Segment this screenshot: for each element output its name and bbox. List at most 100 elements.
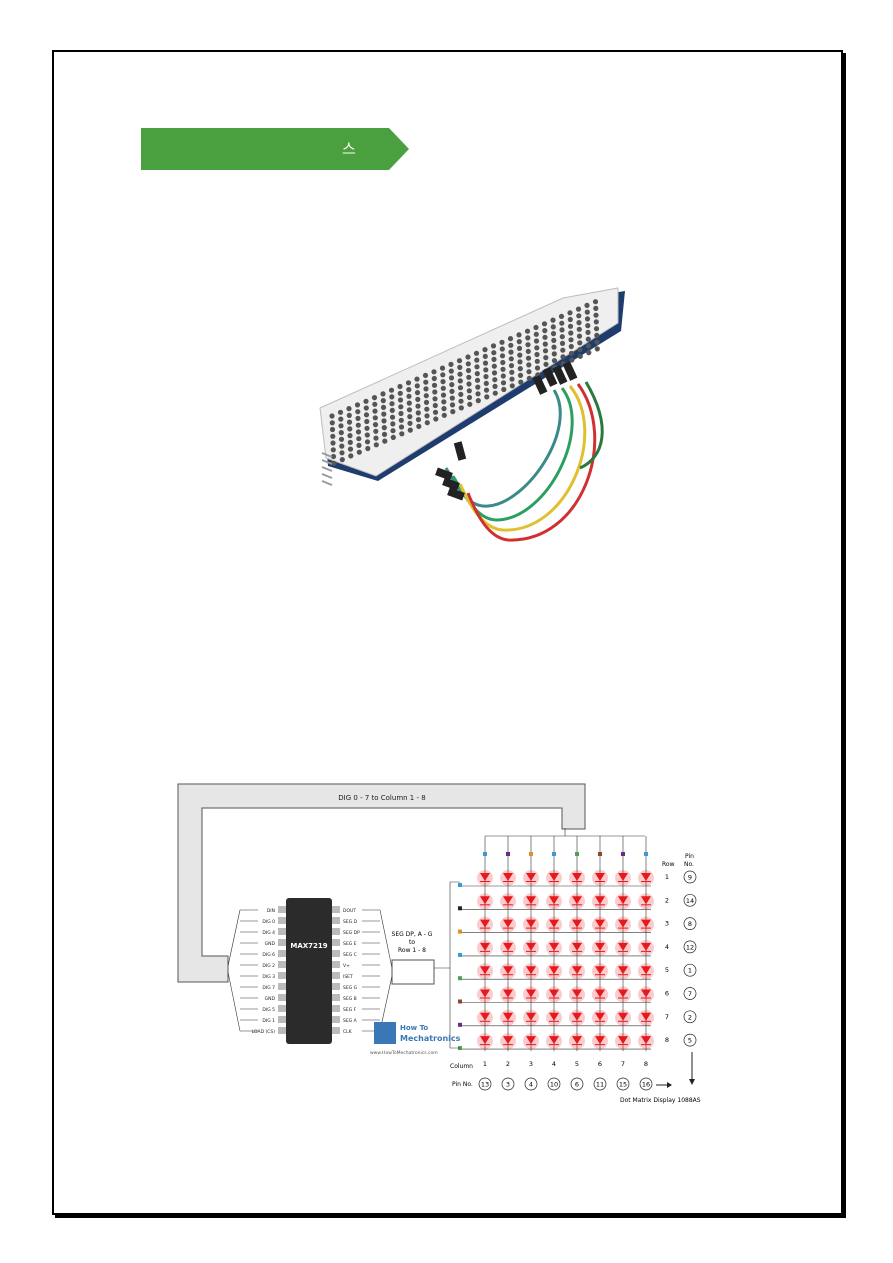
led-dot	[380, 391, 386, 397]
chip-left-pin	[278, 950, 286, 957]
led-diode	[503, 896, 513, 905]
jumper-wires	[444, 381, 604, 542]
led-dot	[585, 323, 591, 329]
column-pin-circle	[570, 1077, 584, 1091]
led-dot	[516, 345, 523, 351]
led-dot	[585, 343, 592, 349]
chip-left-pin-label: DIG 3	[262, 974, 275, 980]
led-dot	[492, 377, 498, 383]
led-dot	[551, 351, 557, 357]
row-pin-number: 12	[686, 943, 694, 951]
led-diode	[572, 1036, 582, 1045]
row-pin-number: 14	[686, 897, 694, 905]
led-dot	[593, 326, 600, 332]
led-diode	[595, 942, 605, 951]
led-dot	[405, 380, 412, 386]
chip-left-pin-label: DIG 6	[262, 952, 275, 958]
led-diode	[572, 873, 582, 881]
led-dot	[329, 413, 335, 419]
led-diode	[641, 1036, 651, 1045]
row-pin-marker	[458, 952, 462, 957]
chip-right-pin	[332, 972, 340, 979]
led-dot	[441, 406, 447, 412]
led-dot	[473, 350, 480, 356]
led-dot	[356, 442, 362, 448]
led-dot	[525, 355, 532, 361]
led-dot	[533, 338, 540, 344]
led-dot	[569, 357, 575, 363]
led-dot	[397, 390, 403, 396]
display-name: Dot Matrix Display 1088AS	[620, 1097, 701, 1104]
column-number: 4	[552, 1060, 556, 1068]
row-pin-marker	[458, 906, 462, 911]
led-dot	[381, 431, 388, 437]
led-dot	[466, 388, 472, 394]
segment-label-1: SEG DP, A - G	[392, 931, 433, 938]
chip-right-pin	[332, 1005, 340, 1012]
led-dot	[466, 394, 473, 401]
led-diode	[526, 896, 536, 905]
led-dot	[424, 406, 430, 412]
segment-label-3: Row 1 - 8	[398, 947, 426, 954]
led-diode	[480, 989, 490, 998]
column-pin-marker	[644, 852, 648, 856]
led-dot	[509, 383, 515, 389]
led-dot	[365, 445, 371, 452]
led-dot	[466, 374, 472, 380]
led-dot	[482, 353, 488, 359]
chip-right-pin-label: SEG A	[343, 1018, 358, 1024]
led-dot	[499, 339, 505, 345]
led-dot	[382, 438, 388, 444]
led-dot	[534, 358, 540, 364]
chip-right-pin-label: DOUT	[343, 908, 356, 914]
led-dot	[542, 348, 549, 354]
row-number: 5	[665, 966, 669, 974]
led-dot	[467, 401, 473, 407]
led-dot	[542, 341, 548, 347]
led-dot	[338, 436, 345, 442]
led-dot	[432, 396, 438, 402]
led-dot	[415, 396, 421, 402]
watermark-title-2: Mechatronics	[400, 1034, 461, 1043]
column-pin-number: 13	[481, 1081, 489, 1089]
led-dot	[381, 425, 387, 431]
led-dot	[474, 364, 480, 370]
led-dot	[331, 460, 337, 466]
led-dot	[432, 389, 438, 395]
led-dot	[424, 420, 430, 426]
led-dot	[508, 363, 515, 369]
column-pin-circle	[501, 1077, 515, 1091]
chip-right-pin-label: SEG DP	[343, 930, 360, 936]
led-diode	[572, 966, 582, 975]
led-dot	[475, 384, 481, 390]
howtomechatronics-watermark: How To Mechatronics www.HowToMechatronic…	[370, 1022, 461, 1056]
led-dot	[516, 332, 522, 338]
led-diode	[618, 896, 628, 905]
led-diode	[503, 1012, 513, 1021]
led-diode	[503, 919, 513, 928]
led-dot	[364, 439, 371, 445]
chip-left-pin	[278, 906, 286, 913]
row-pin-circle	[683, 917, 697, 930]
led-dot	[364, 425, 370, 431]
led-dot	[346, 406, 352, 412]
chip-left-pin	[278, 961, 286, 968]
chip-right-pin-label: ISET	[343, 974, 353, 980]
led-diode	[641, 989, 651, 998]
led-dot	[508, 349, 514, 355]
led-dot	[355, 429, 362, 435]
led-dot	[390, 428, 396, 434]
led-dot	[372, 415, 378, 421]
led-dot	[457, 364, 463, 370]
led-dot	[517, 359, 523, 365]
column-number: 8	[644, 1060, 648, 1068]
led-dot	[363, 405, 369, 411]
led-dot	[551, 358, 558, 364]
led-diode	[526, 1012, 536, 1021]
led-dot	[355, 415, 361, 421]
led-matrix-module-photo	[319, 287, 625, 542]
chip-left-pin	[278, 1005, 286, 1012]
led-dot	[348, 453, 354, 459]
led-dot	[593, 319, 599, 325]
